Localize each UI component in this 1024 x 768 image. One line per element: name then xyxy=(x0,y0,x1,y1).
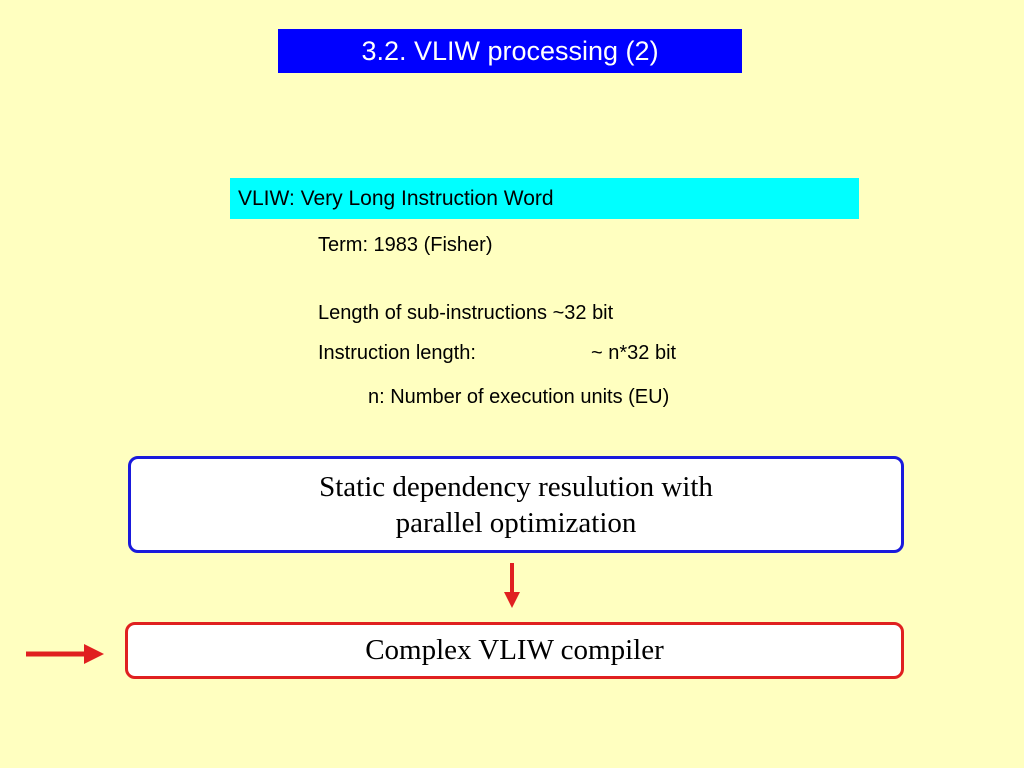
instruction-length-label: Instruction length: xyxy=(318,342,476,364)
static-dependency-box: Static dependency resulution with parall… xyxy=(128,456,904,553)
static-dependency-text: Static dependency resulution with parall… xyxy=(319,470,713,539)
vliw-compiler-text: Complex VLIW compiler xyxy=(365,634,664,666)
n-definition-text: n: Number of execution units (EU) xyxy=(368,386,670,408)
vliw-compiler-box: Complex VLIW compiler xyxy=(125,622,904,679)
slide-title: 3.2. VLIW processing (2) xyxy=(278,29,742,73)
term-text: Term: 1983 (Fisher) xyxy=(318,234,493,256)
down-arrow-icon xyxy=(504,563,520,608)
right-arrow-icon xyxy=(26,644,104,664)
instruction-length-value: ~ n*32 bit xyxy=(591,342,677,364)
definition-bar: VLIW: Very Long Instruction Word xyxy=(230,178,859,219)
sub-instruction-length-text: Length of sub-instructions ~32 bit xyxy=(318,302,614,324)
